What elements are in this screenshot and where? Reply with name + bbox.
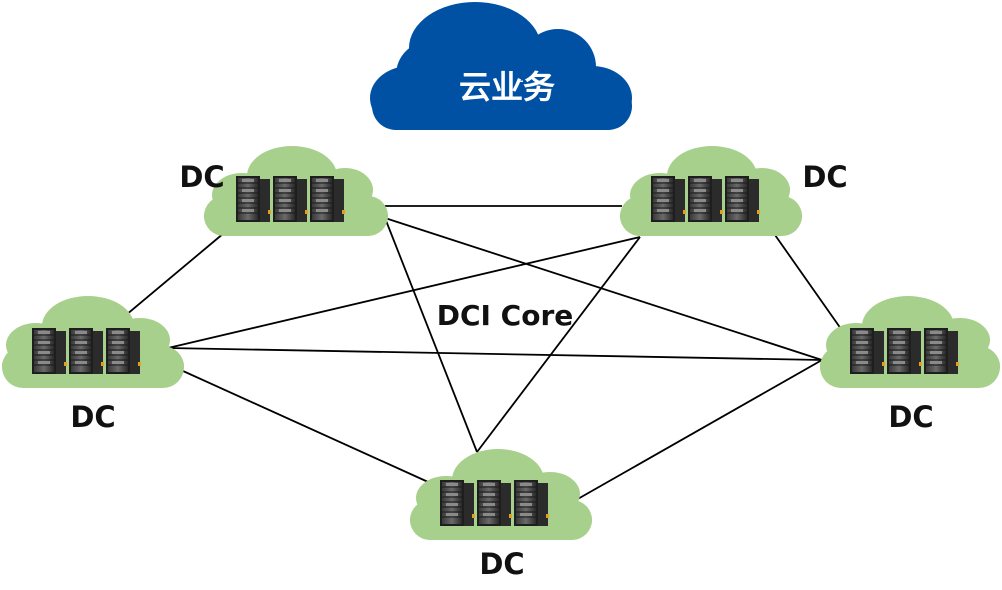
server-racks-icon [849, 327, 960, 375]
network-links [119, 205, 847, 501]
dc-label: DC [888, 400, 933, 434]
dc-node-top-right [620, 146, 802, 236]
dc-label: DC [179, 160, 224, 194]
link-right-bottom [575, 359, 823, 501]
link-topright-bottom [476, 236, 641, 453]
server-racks-icon [235, 175, 346, 223]
link-topleft-bottom [384, 217, 478, 453]
server-racks-icon [31, 327, 142, 375]
cloud-service-shape [370, 2, 632, 130]
cloud-service: 云业务 [370, 2, 632, 130]
dc-label: DC [479, 547, 524, 581]
dc-node-bottom [410, 449, 592, 540]
link-topleft-right [384, 217, 823, 361]
link-left-right [167, 347, 823, 361]
link-topright-right [774, 234, 847, 337]
link-topleft-left [119, 232, 225, 321]
dc-node-left [2, 296, 184, 388]
dc-label: DC [70, 400, 115, 434]
core-label: DCI Core [437, 299, 574, 332]
link-topright-left [167, 236, 641, 349]
dc-label: DC [802, 160, 847, 194]
dc-node-right [820, 296, 1000, 388]
link-left-bottom [182, 370, 438, 487]
cloud-service-label: 云业务 [459, 68, 555, 106]
server-racks-icon [439, 479, 550, 527]
dc-node-top-left [204, 146, 388, 236]
server-racks-icon [650, 175, 761, 223]
